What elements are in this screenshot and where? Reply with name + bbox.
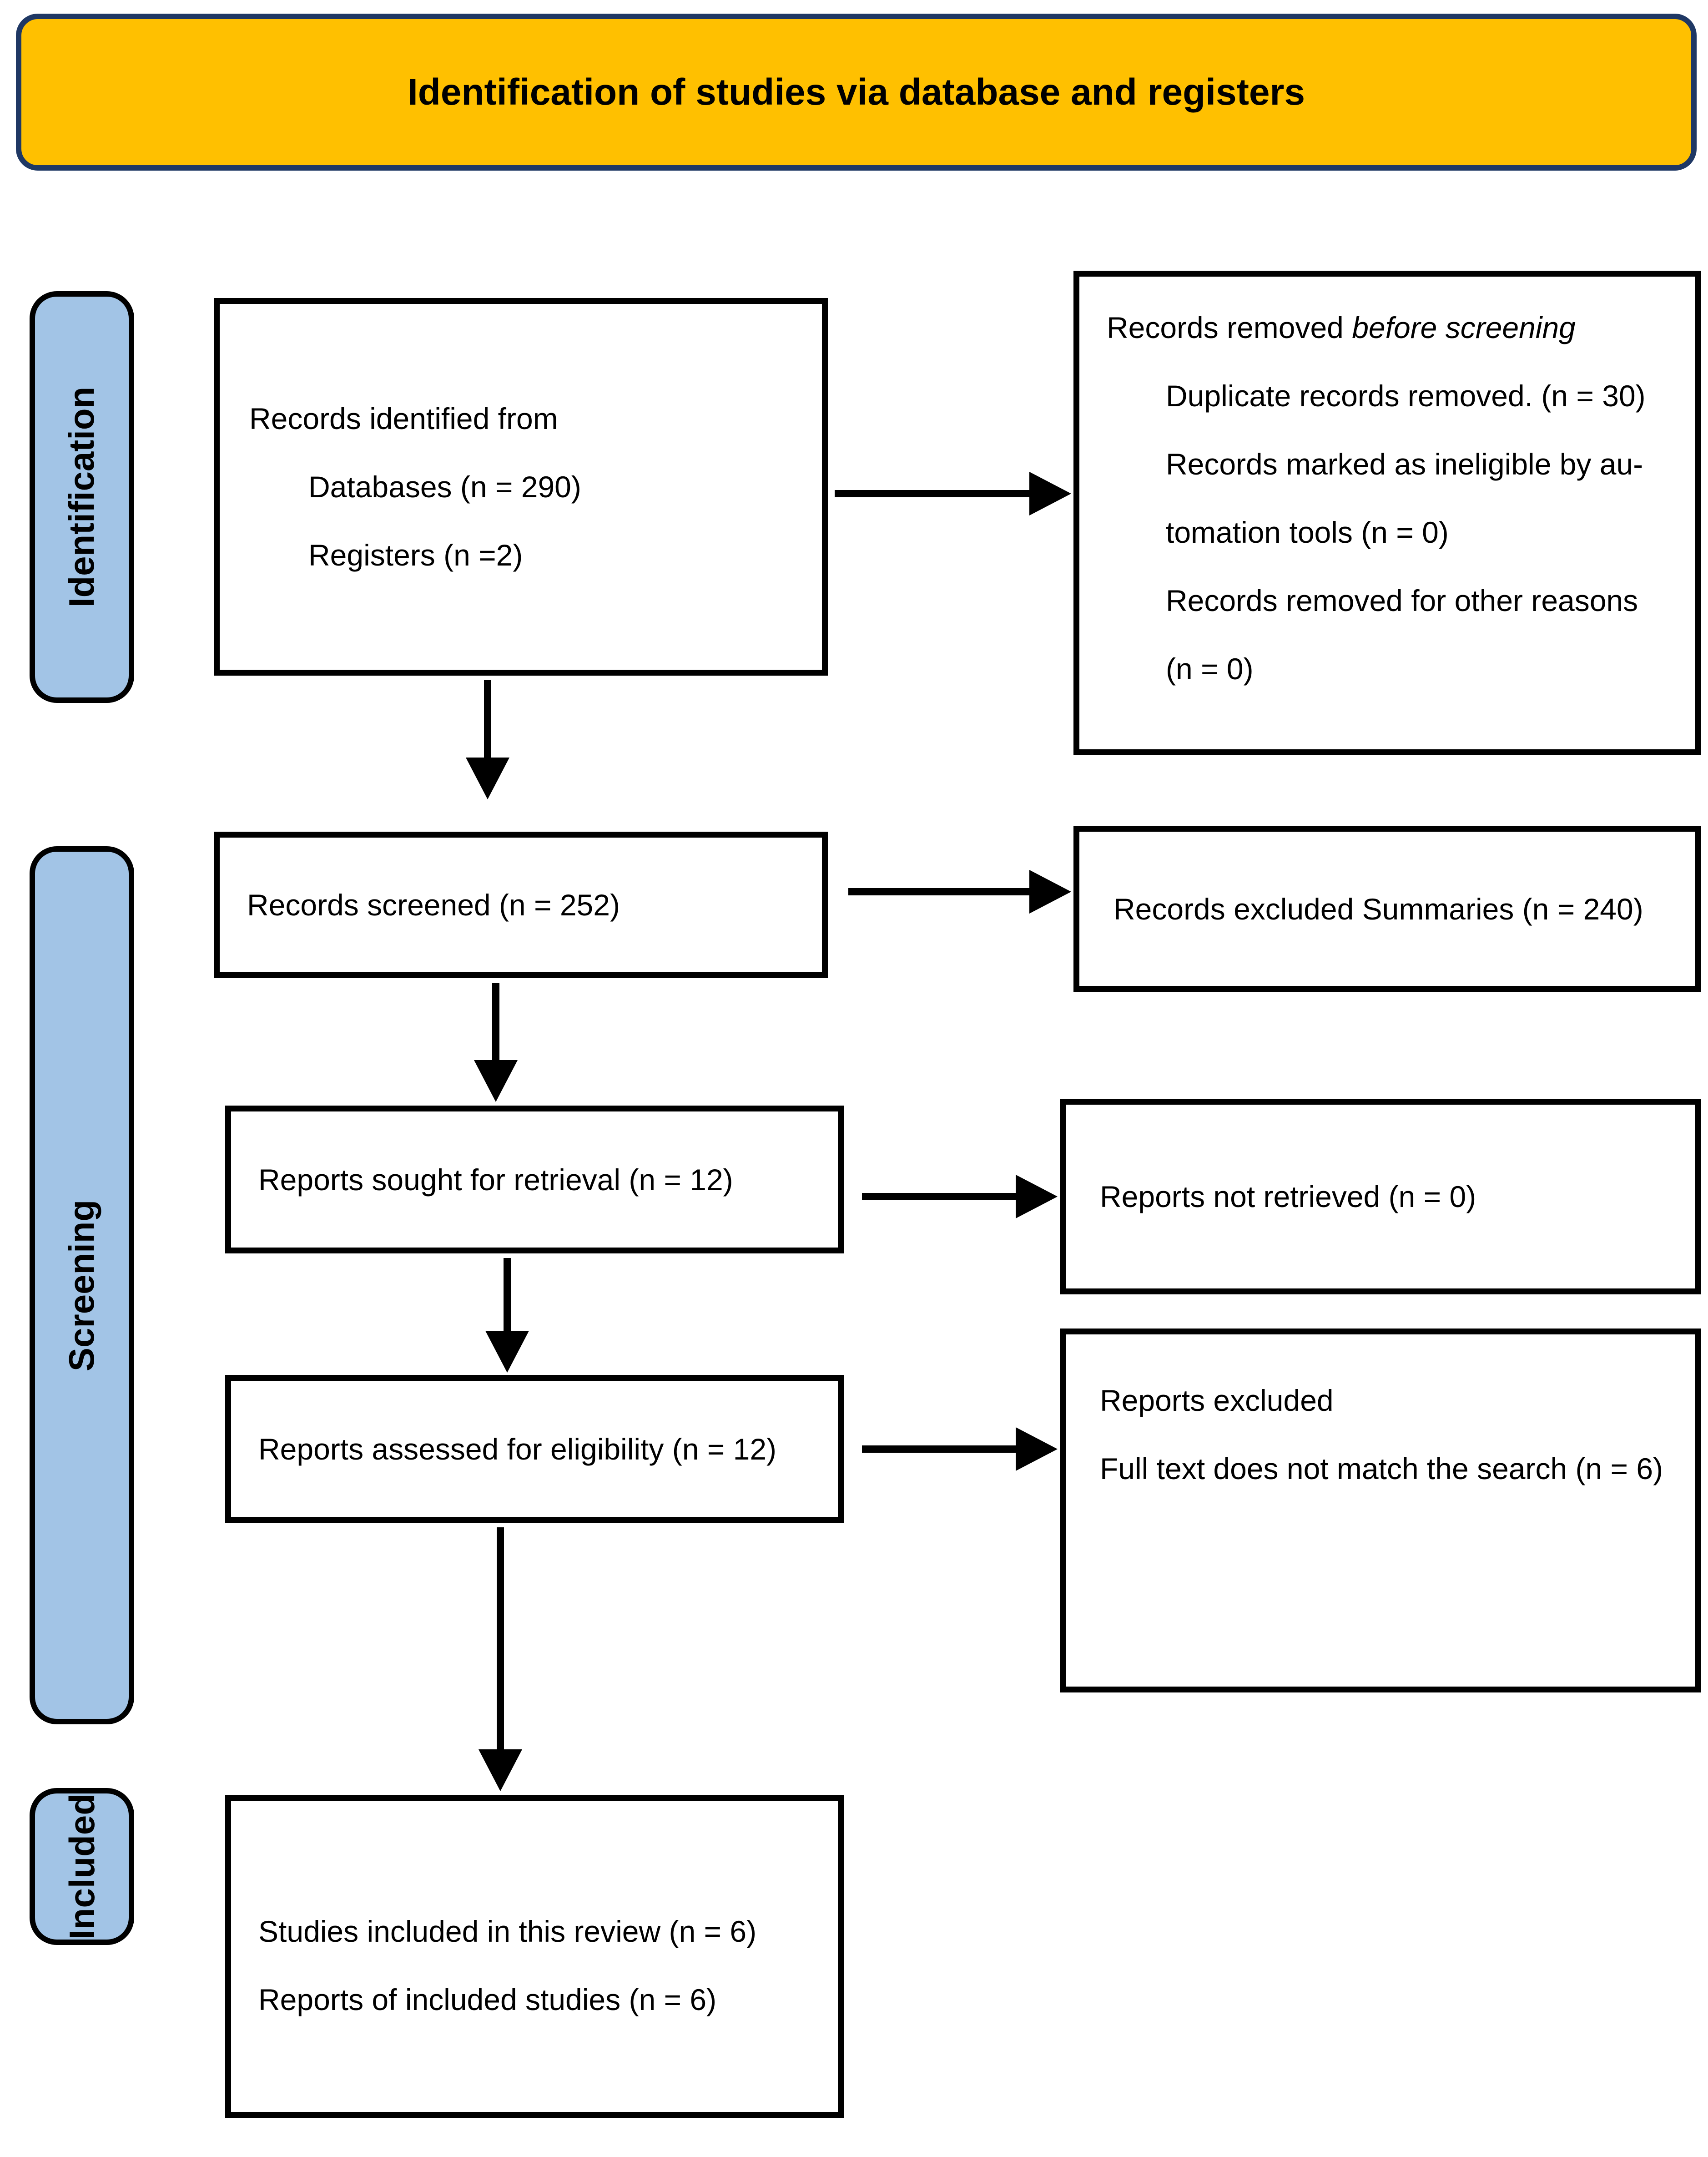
box-reports-assessed: Reports assessed for eligibility (n = 12… bbox=[225, 1375, 844, 1523]
records-removed-item5: (n = 0) bbox=[1166, 652, 1254, 686]
diagram-title: Identification of studies via database a… bbox=[407, 71, 1305, 113]
records-removed-item2: Records marked as ineligible by au- bbox=[1166, 447, 1643, 481]
stage-label-screening: Screening bbox=[61, 1199, 102, 1371]
reports-excluded-line2: Full text does not match the search (n =… bbox=[1100, 1452, 1663, 1485]
records-excluded-text: Records excluded Summaries (n = 240) bbox=[1113, 892, 1643, 926]
box-reports-excluded: Reports excluded Full text does not matc… bbox=[1060, 1329, 1701, 1692]
stage-label-identification: Identification bbox=[61, 386, 102, 608]
records-removed-prefix: Records removed bbox=[1107, 311, 1352, 344]
stage-bar-included: Included bbox=[30, 1788, 134, 1945]
reports-sought-text: Reports sought for retrieval (n = 12) bbox=[258, 1162, 733, 1197]
arrow-screened-to-sought-head-icon bbox=[474, 1060, 518, 1102]
arrow-identified-to-screened-head-icon bbox=[466, 758, 509, 799]
reports-assessed-text: Reports assessed for eligibility (n = 12… bbox=[258, 1432, 777, 1466]
records-removed-item4: Records removed for other reasons bbox=[1166, 584, 1638, 617]
box-studies-included: Studies included in this review (n = 6) … bbox=[225, 1795, 844, 2118]
records-removed-item3: tomation tools (n = 0) bbox=[1166, 515, 1449, 549]
arrow-screened-to-sought-shaft bbox=[492, 983, 499, 1061]
records-identified-line2: Databases (n = 290) bbox=[308, 470, 581, 504]
box-records-screened: Records screened (n = 252) bbox=[214, 832, 828, 978]
reports-excluded-line1: Reports excluded bbox=[1100, 1384, 1334, 1417]
box-records-excluded: Records excluded Summaries (n = 240) bbox=[1073, 826, 1701, 992]
arrow-sought-to-notretrieved-shaft bbox=[862, 1193, 1017, 1200]
stage-bar-identification: Identification bbox=[30, 291, 134, 703]
records-screened-text: Records screened (n = 252) bbox=[247, 888, 620, 922]
box-reports-sought: Reports sought for retrieval (n = 12) bbox=[225, 1106, 844, 1253]
box-reports-not-retrieved: Reports not retrieved (n = 0) bbox=[1060, 1099, 1701, 1294]
box-records-identified: Records identified from Databases (n = 2… bbox=[214, 298, 828, 676]
reports-not-retrieved-text: Reports not retrieved (n = 0) bbox=[1100, 1180, 1476, 1213]
records-identified-line1: Records identified from bbox=[249, 402, 558, 435]
arrow-identified-to-removed-shaft bbox=[835, 490, 1030, 497]
arrow-sought-to-assessed-head-icon bbox=[485, 1331, 529, 1373]
studies-included-line1: Studies included in this review (n = 6) bbox=[258, 1915, 757, 1948]
arrow-identified-to-screened-shaft bbox=[484, 680, 491, 758]
arrow-assessed-to-repexcluded-head-icon bbox=[1016, 1427, 1058, 1471]
arrow-screened-to-excluded-shaft bbox=[848, 888, 1030, 895]
stage-bar-screening: Screening bbox=[30, 846, 134, 1724]
arrow-screened-to-excluded-head-icon bbox=[1029, 870, 1071, 914]
arrow-assessed-to-included-shaft bbox=[497, 1527, 504, 1750]
box-records-removed: Records removed before screening Duplica… bbox=[1073, 271, 1701, 755]
stage-label-included: Included bbox=[61, 1793, 102, 1940]
records-removed-heading: Records removed before screening bbox=[1107, 293, 1677, 362]
arrow-sought-to-assessed-shaft bbox=[504, 1258, 511, 1332]
studies-included-line2: Reports of included studies (n = 6) bbox=[258, 1983, 717, 2016]
records-identified-line3: Registers (n =2) bbox=[308, 538, 523, 572]
arrow-assessed-to-included-head-icon bbox=[479, 1749, 522, 1791]
arrow-assessed-to-repexcluded-shaft bbox=[862, 1445, 1017, 1453]
records-removed-item1: Duplicate records removed. (n = 30) bbox=[1166, 379, 1646, 413]
arrow-sought-to-notretrieved-head-icon bbox=[1016, 1175, 1058, 1218]
arrow-identified-to-removed-head-icon bbox=[1029, 472, 1071, 515]
records-removed-italic: before screening bbox=[1352, 311, 1576, 344]
header-banner: Identification of studies via database a… bbox=[16, 14, 1697, 171]
